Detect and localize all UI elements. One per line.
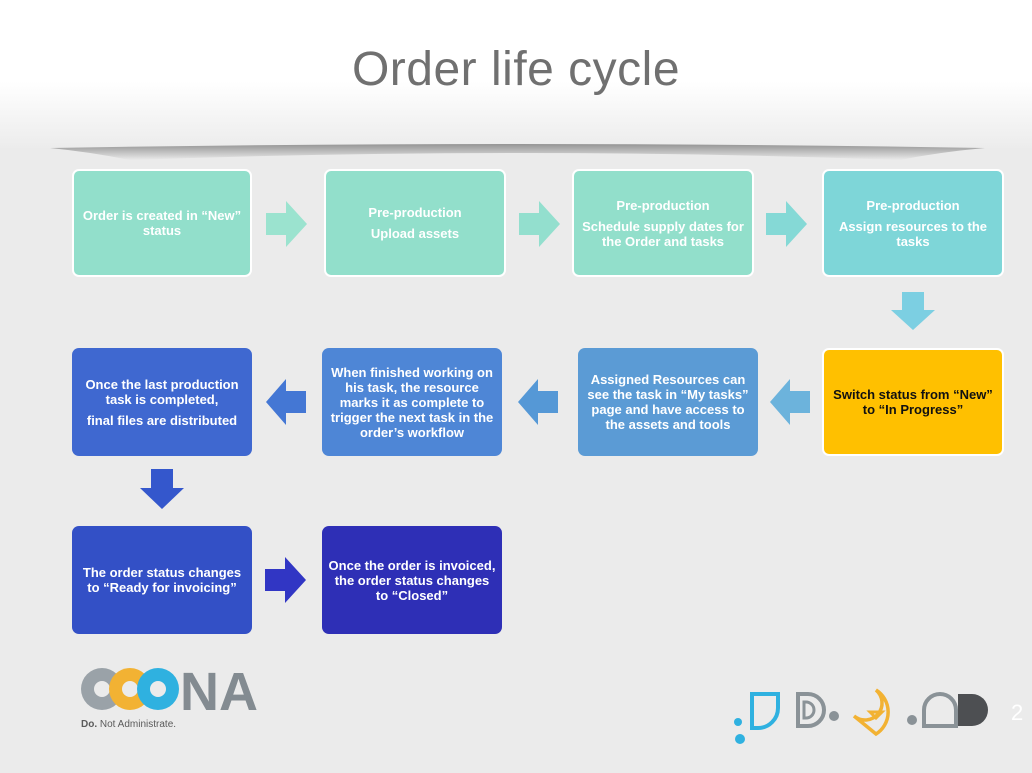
step-text: The order status changes to “Ready for i…	[82, 565, 242, 595]
arrow-down-icon	[140, 469, 184, 509]
step-switch-status: Switch status from “New” to “In Progress…	[822, 348, 1004, 456]
step-upload-assets: Pre-production Upload assets	[324, 169, 506, 277]
step-text: Upload assets	[370, 226, 460, 241]
header-band	[0, 0, 1032, 148]
arrow-left-icon	[266, 379, 306, 425]
header-shadow-swoosh	[50, 144, 985, 160]
step-text: Switch status from “New” to “In Progress…	[833, 387, 993, 417]
step-heading: Pre-production	[368, 205, 462, 220]
step-text: Once the last production task is complet…	[85, 376, 239, 407]
brand-icons	[734, 688, 988, 744]
step-text: final files are distributed	[86, 412, 238, 428]
step-text: Assigned Resources can see the task in “…	[587, 372, 749, 432]
arrow-down-icon	[891, 292, 935, 330]
grey-d-icon	[796, 692, 827, 728]
step-resource-marks-complete: When finished working on his task, the r…	[322, 348, 502, 456]
step-heading: Pre-production	[866, 197, 960, 213]
step-assign-resources: Pre-production Assign resources to the t…	[822, 169, 1004, 277]
logo-text: NA	[180, 663, 258, 719]
brand-tagline: Do. Not Administrate.	[81, 719, 176, 730]
step-text: Schedule supply dates for the Order and …	[582, 218, 744, 249]
arrow-left-icon	[518, 379, 558, 425]
step-schedule-supply-dates: Pre-production Schedule supply dates for…	[572, 169, 754, 277]
step-final-files-distributed: Once the last production task is complet…	[72, 348, 252, 456]
slide-title: Order life cycle	[351, 43, 681, 96]
arrow-right-icon	[519, 201, 560, 247]
grey-arch-icon	[922, 692, 958, 728]
step-ready-for-invoicing: The order status changes to “Ready for i…	[72, 526, 252, 634]
step-resources-see-task: Assigned Resources can see the task in “…	[578, 348, 758, 456]
ooona-logo: NA	[81, 663, 258, 719]
dark-d-icon	[958, 694, 988, 726]
arrow-right-icon	[766, 201, 807, 247]
step-heading: Pre-production	[616, 197, 710, 213]
step-order-created: Order is created in “New” status	[72, 169, 252, 277]
arrow-right-icon	[266, 201, 307, 247]
arrow-right-icon	[265, 557, 306, 603]
blue-shape-icon	[750, 692, 780, 730]
step-text: Order is created in “New” status	[82, 208, 242, 238]
step-text: Assign resources to the tasks	[838, 218, 988, 249]
yellow-pin-icon	[852, 688, 890, 737]
tagline-bold: Do.	[81, 719, 98, 730]
tagline-rest: Not Administrate.	[97, 719, 177, 730]
step-closed: Once the order is invoiced, the order st…	[322, 526, 502, 634]
step-text: Once the order is invoiced, the order st…	[328, 557, 496, 603]
arrow-left-icon	[770, 379, 810, 425]
page-number: 2	[1011, 700, 1024, 725]
step-text: When finished working on his task, the r…	[330, 364, 494, 440]
